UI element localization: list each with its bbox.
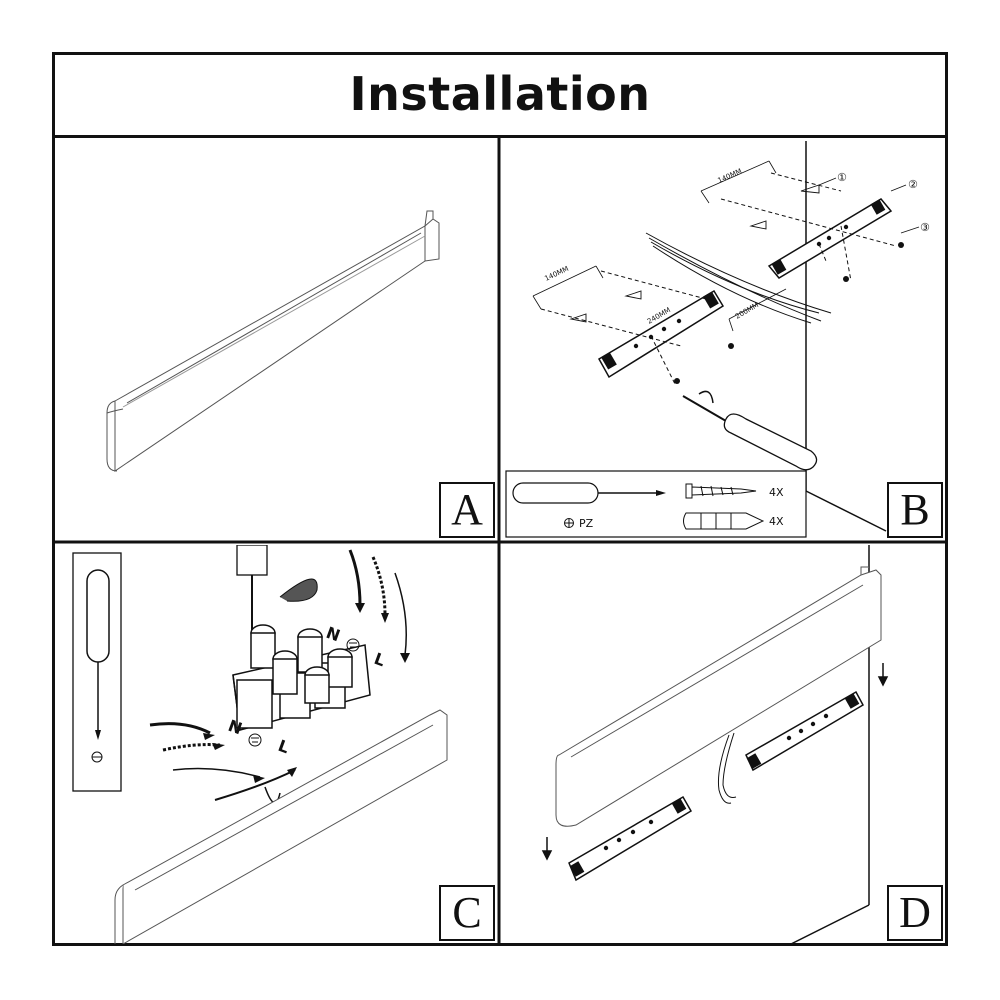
panel-label-d: D bbox=[887, 885, 943, 941]
panel-d: D bbox=[501, 545, 945, 944]
callout-2: ② bbox=[908, 178, 918, 191]
wall-anchor-icon bbox=[800, 184, 820, 194]
rotate-arrow-icon bbox=[698, 390, 714, 404]
dimension-label: 200MM bbox=[734, 301, 760, 321]
dimension-label: 140MM bbox=[717, 167, 744, 185]
screwdriver-icon bbox=[236, 545, 268, 633]
screwdriver-type-label: PZ bbox=[579, 517, 594, 530]
terminal-block-icon bbox=[232, 624, 371, 731]
panel-label-b: B bbox=[887, 482, 943, 538]
screw-icon bbox=[843, 276, 849, 282]
mounting-bracket-icon bbox=[597, 289, 725, 379]
panel-label-c: C bbox=[439, 885, 495, 941]
screwdriver-icon bbox=[86, 569, 110, 740]
cable-bundle bbox=[645, 232, 832, 324]
screwdriver-icon bbox=[682, 390, 818, 471]
wall-anchor-icon bbox=[749, 220, 767, 230]
light-fixture-illustration bbox=[106, 210, 440, 472]
panel-b: 140MM 140MM 240MM 200MM ① ② ③ bbox=[501, 141, 945, 540]
wall-mounting-illustration: 140MM 140MM 240MM 200MM ① ② ③ bbox=[505, 141, 930, 538]
anchor-quantity: 4X bbox=[769, 515, 784, 528]
slotted-head-icon bbox=[91, 751, 103, 763]
callout-1: ① bbox=[837, 171, 847, 184]
phillips-head-icon bbox=[564, 518, 574, 528]
tools-legend-box bbox=[505, 470, 807, 538]
terminal-label-l: L bbox=[276, 736, 292, 757]
title-bar: Installation bbox=[52, 52, 948, 138]
down-arrow-icon bbox=[541, 663, 889, 861]
panel-c: N L N L bbox=[55, 545, 497, 944]
ground-symbol-icon bbox=[248, 638, 360, 747]
terminal-label-l: L bbox=[372, 649, 388, 670]
screw-quantity: 4X bbox=[769, 486, 784, 499]
rotate-arrow-icon bbox=[279, 578, 318, 602]
mounting-bracket-icon bbox=[767, 198, 893, 279]
screw-icon bbox=[898, 242, 904, 248]
callout-3: ③ bbox=[920, 221, 930, 234]
panel-a: A bbox=[55, 141, 497, 540]
terminal-label-n: N bbox=[226, 716, 245, 738]
mounting-bracket-icon bbox=[745, 690, 865, 772]
terminal-label-n: N bbox=[324, 623, 343, 645]
page-title: Installation bbox=[349, 66, 651, 121]
wiring-illustration: N L N L bbox=[72, 545, 448, 944]
fixture-hanging-illustration bbox=[541, 545, 889, 944]
mounting-bracket-icon bbox=[568, 795, 693, 882]
wall-anchor-icon bbox=[683, 512, 765, 530]
screw-icon bbox=[728, 343, 734, 349]
screw-icon bbox=[685, 483, 757, 499]
screwdriver-icon bbox=[512, 482, 666, 504]
wall-anchor-icon bbox=[624, 290, 642, 300]
panel-label-a: A bbox=[439, 482, 495, 538]
wall-anchor-icon bbox=[569, 313, 587, 323]
screw-icon bbox=[674, 378, 680, 384]
